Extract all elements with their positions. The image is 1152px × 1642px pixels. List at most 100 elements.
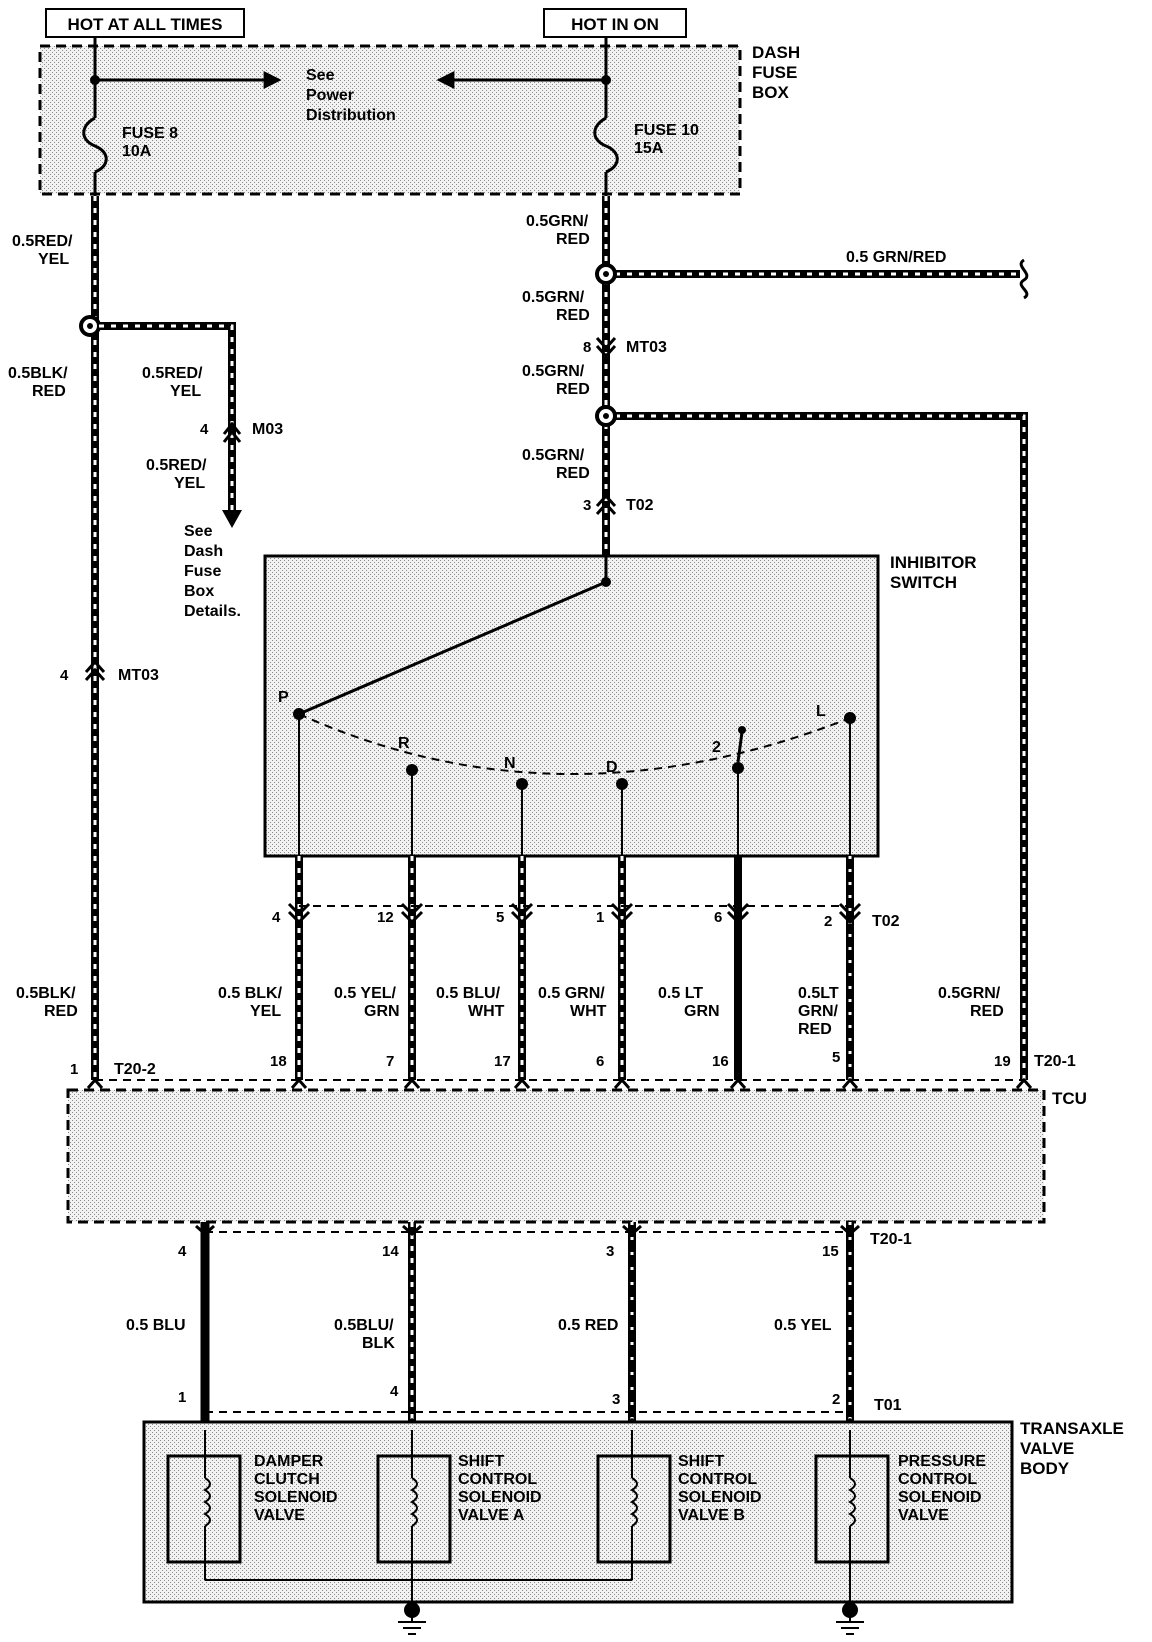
fuse-10-label: FUSE 10 [634,122,699,139]
sol3-label-1: SHIFT [678,1453,724,1470]
wire-ts2-label-1: 0.5 YEL/ [334,985,397,1002]
sol2-label-3: SOLENOID [458,1489,542,1506]
sol2-label-2: CONTROL [458,1471,537,1488]
wire-ts3-label-2: WHT [468,1003,505,1020]
t01-label: T01 [874,1397,902,1414]
t02-pin-2: 12 [377,909,394,926]
t02-top-pin: 3 [583,497,591,514]
wire-left-low-label-1: 0.5BLK/ [16,985,76,1002]
sol1-label-4: VALVE [254,1507,305,1524]
dash-fuse-box [38,44,742,196]
switch-pos-p: P [278,689,289,706]
sol1-label-2: CLUTCH [254,1471,320,1488]
t20-1-top-label: T20-1 [1034,1053,1076,1070]
sol2-label-4: VALVE A [458,1507,525,1524]
wire-left-mid-label-2: RED [32,383,66,400]
wire-left-top-label-1: 0.5RED/ [12,233,73,250]
wire-branch-top-label-1: 0.5RED/ [142,365,203,382]
wire-right-down-label-2: RED [970,1003,1004,1020]
sol4-label-2: CONTROL [898,1471,977,1488]
fuse-8-label: FUSE 8 [122,125,178,142]
wire-sol2-label-2: BLK [362,1335,395,1352]
wire-ts6-label-1: 0.5LT [798,985,839,1002]
switch-pos-2-tab-icon [736,726,746,763]
wire-ts3-label-1: 0.5 BLU/ [436,985,501,1002]
wire-center-4-label-2: RED [556,465,590,482]
connector-m03-icon [222,421,242,443]
sol4-label-1: PRESSURE [898,1453,986,1470]
sol4-label-4: VALVE [898,1507,949,1524]
solenoid-coil-icon-2 [376,1430,452,1610]
tcu [66,1079,1046,1233]
see-power-2: Power [306,87,354,104]
t02-top-label: T02 [626,497,654,514]
tcu-top-pin-8: 19 [994,1053,1011,1070]
see-dash-4: Box [184,583,214,600]
transaxle-label-2: VALVE [1020,1439,1074,1458]
connector-mt03-center-icon [595,336,617,359]
hot-at-all-times-label: HOT AT ALL TIMES [68,15,223,34]
see-power-3: Distribution [306,107,396,124]
t02-bottom-label: T02 [872,913,900,930]
wire-ts5-label-2: GRN [684,1003,720,1020]
wire-right-branch [615,258,1029,300]
wire-sol3-label: 0.5 RED [558,1317,618,1334]
ground-icon-2 [836,1610,864,1635]
mt03-left-label: MT03 [118,667,159,684]
wire-center-3-label-1: 0.5GRN/ [522,363,585,380]
wire-sol2-label-1: 0.5BLU/ [334,1317,394,1334]
tcu-top-pins-icon [86,1077,1033,1089]
t01-pin-4: 2 [832,1391,840,1408]
t02-pin-1: 4 [272,909,281,926]
solenoid-coil-icon-4 [814,1430,890,1610]
tcu-bot-pin-3: 3 [606,1243,614,1260]
wire-left-mid-label-1: 0.5BLK/ [8,365,68,382]
connector-t02-top-icon [595,493,617,516]
dash-fuse-box-label-3: BOX [752,83,790,102]
hot-in-on-label: HOT IN ON [571,15,659,34]
see-dash-3: Fuse [184,563,221,580]
wire-left-low-label-2: RED [44,1003,78,1020]
t01-pin-3: 3 [612,1391,620,1408]
fuse-10-rating: 15A [634,140,664,157]
see-power-1: See [306,67,335,84]
switch-pos-d: D [606,759,618,776]
tcu-bottom-pins-icon [195,1224,860,1237]
solenoid-wires [200,1222,854,1422]
wire-center-2-label-1: 0.5GRN/ [522,289,585,306]
tcu-top-pin-3: 7 [386,1053,394,1070]
t02-pin-4: 1 [596,909,604,926]
wire-branch-bot-label-1: 0.5RED/ [146,457,207,474]
switch-pos-l: L [816,703,826,720]
hot-at-all-times-box: HOT AT ALL TIMES [45,8,245,38]
tcu-bot-pin-2: 14 [382,1243,399,1260]
mt03-center-label: MT03 [626,339,667,356]
tcu-top-pin-4: 17 [494,1053,511,1070]
inhibitor-switch [263,554,880,858]
tcu-top-pin-6: 16 [712,1053,729,1070]
wire-ts2-label-2: GRN [364,1003,400,1020]
see-dash-1: See [184,523,213,540]
switch-pos-n: N [504,755,516,772]
fuse-8-rating: 10A [122,143,152,160]
m03-pin: 4 [200,421,209,438]
t02-pin-5: 6 [714,909,722,926]
ground-icon-1 [398,1610,426,1635]
connector-mt03-left-icon [84,659,106,682]
transaxle-label-1: TRANSAXLE [1020,1419,1124,1438]
tcu-label: TCU [1052,1089,1087,1108]
wire-center-2-label-2: RED [556,307,590,324]
see-dash-2: Dash [184,543,223,560]
mt03-left-pin: 4 [60,667,69,684]
wire-branch-bot-label-2: YEL [174,475,205,492]
sol1-label-3: SOLENOID [254,1489,338,1506]
switch-wires [295,714,854,1080]
t20-2-label: T20-2 [114,1061,156,1078]
wire-sol1-label: 0.5 BLU [126,1317,186,1334]
transaxle-valve-body [142,1420,1014,1604]
sol3-label-4: VALVE B [678,1507,745,1524]
dash-fuse-box-label-2: FUSE [752,63,797,82]
tcu-bot-pin-1: 4 [178,1243,187,1260]
wire-sol4-label: 0.5 YEL [774,1317,832,1334]
